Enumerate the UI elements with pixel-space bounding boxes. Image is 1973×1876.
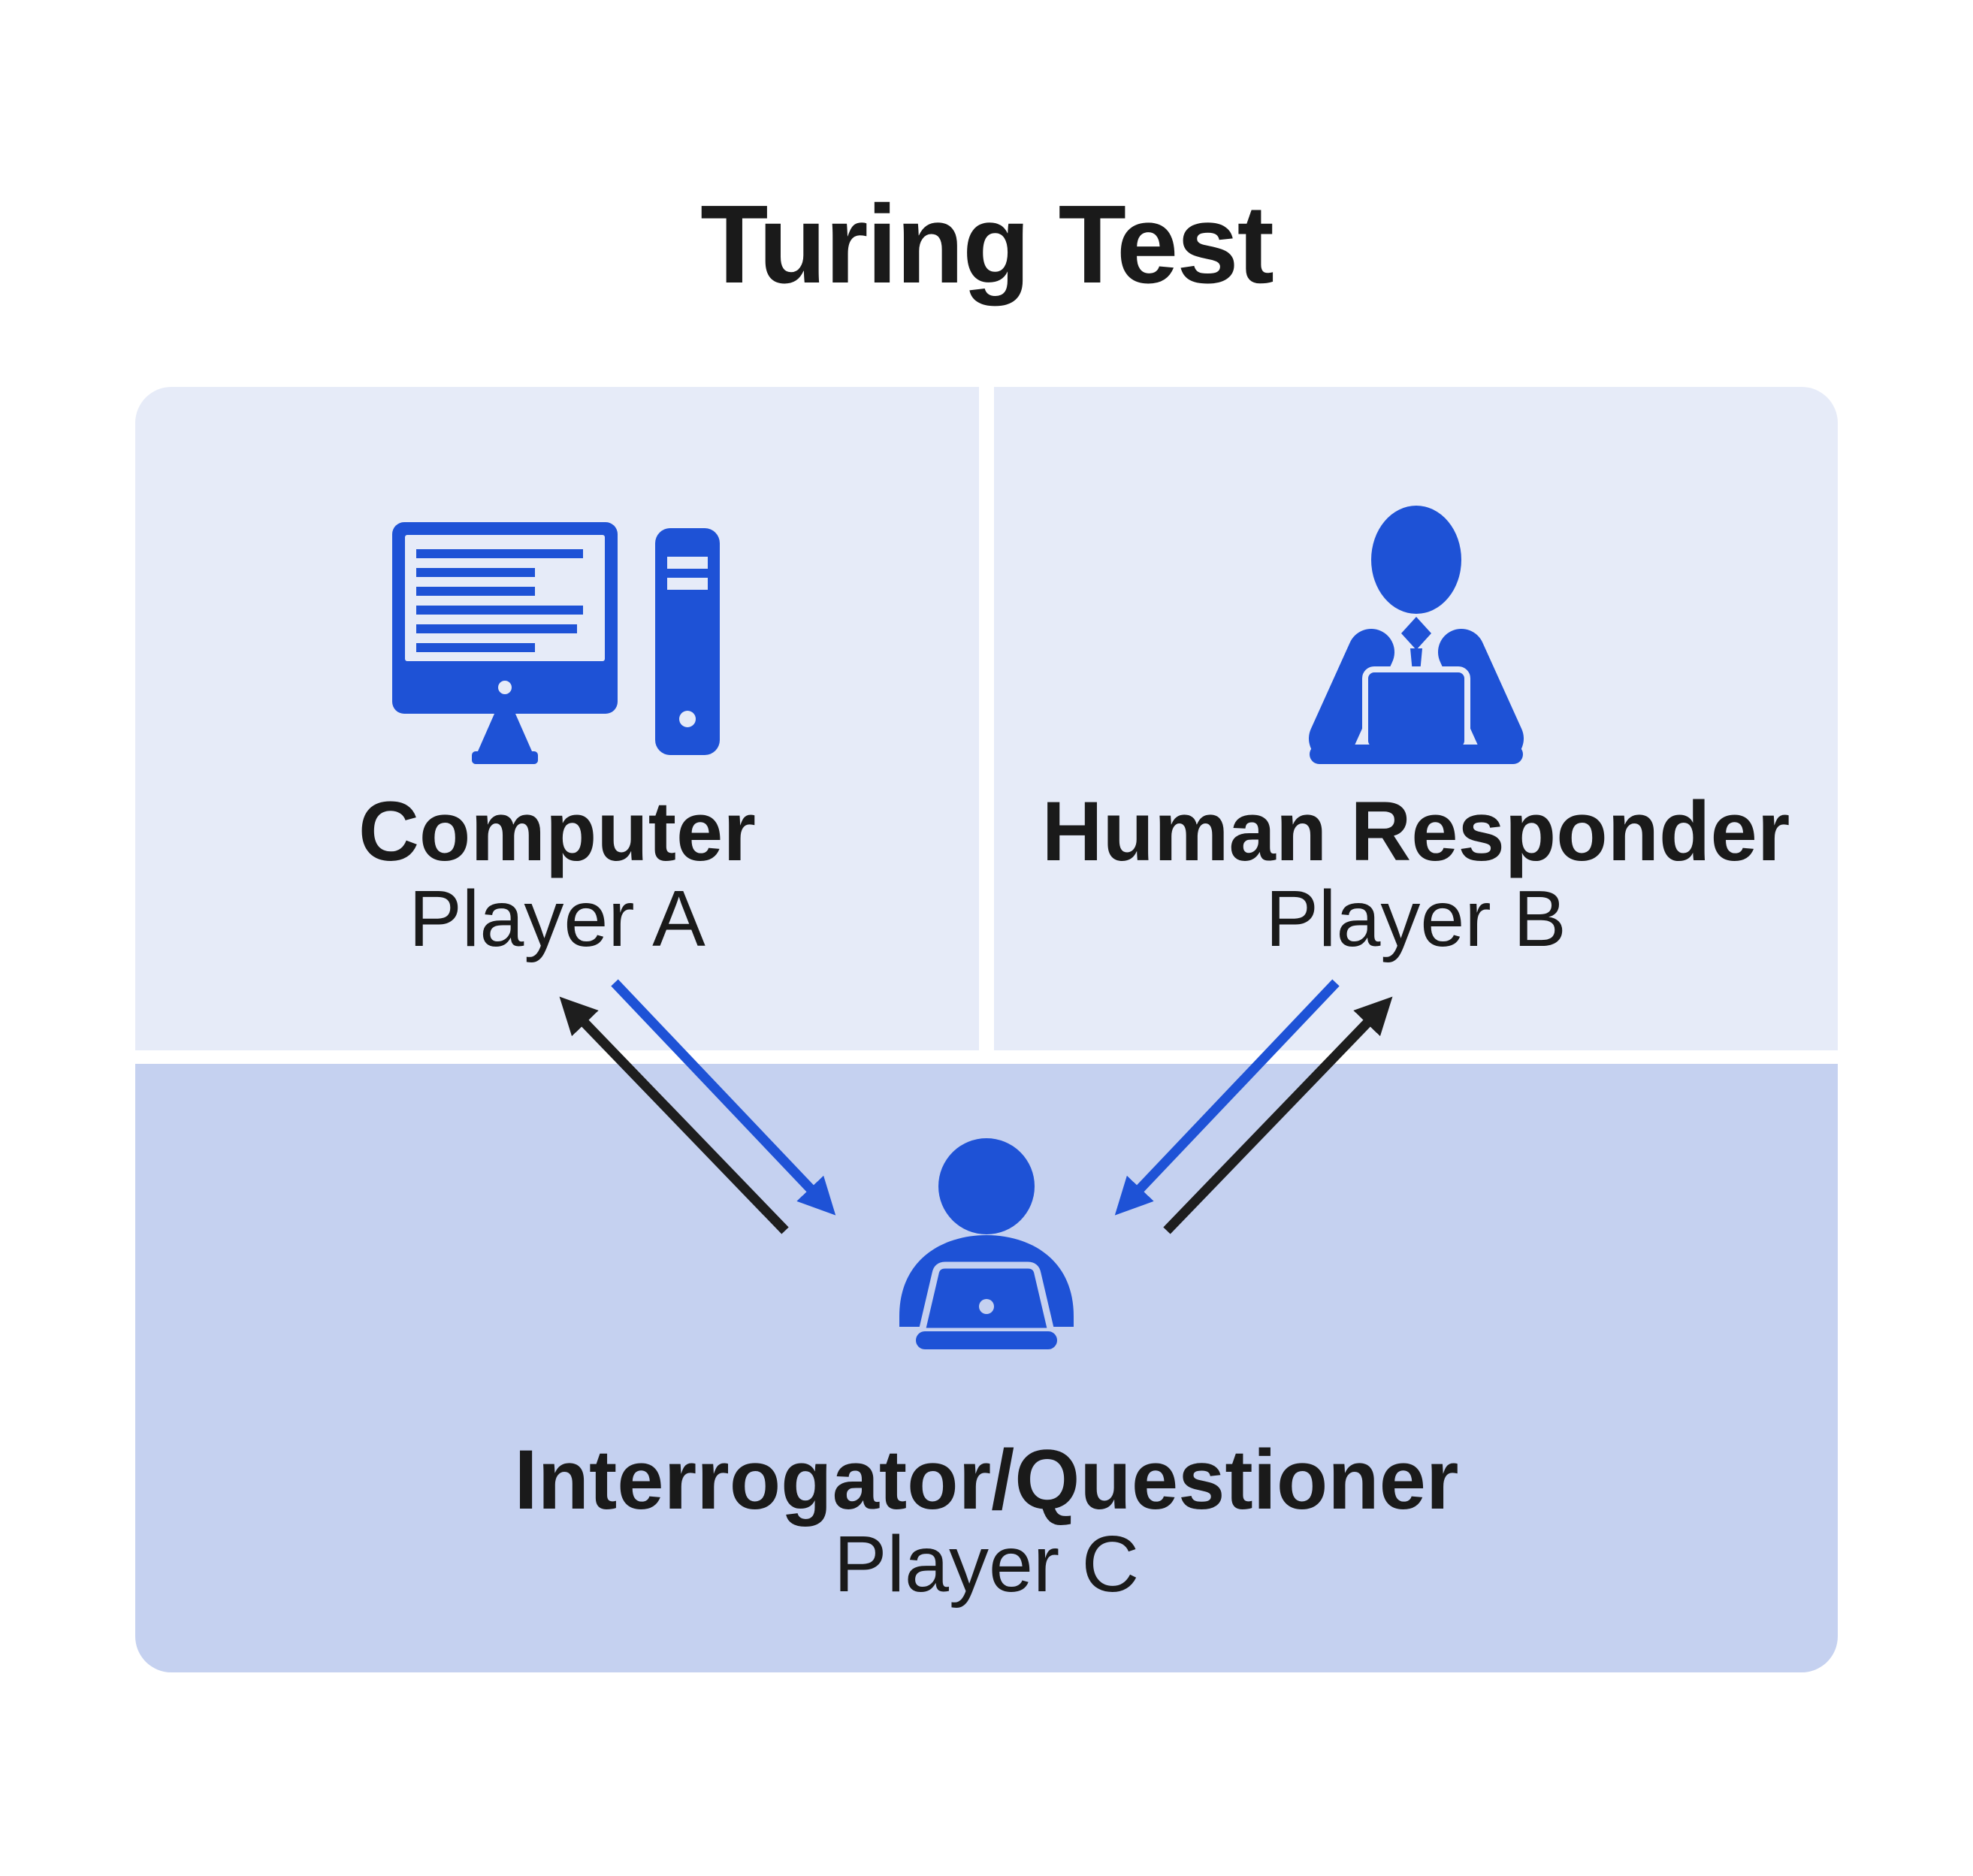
- panel-interrogator: Interrogator/Questioner Player C: [135, 1064, 1838, 1672]
- computer-player-label: Player A: [409, 875, 706, 963]
- panel-human-responder: Human Responder Player B: [994, 387, 1838, 1050]
- interrogator-icon: [899, 1138, 1074, 1349]
- interrogator-role-label: Interrogator/Questioner: [514, 1433, 1459, 1527]
- computer-icon: [391, 522, 720, 764]
- computer-role-label: Computer: [358, 784, 756, 878]
- human-responder-icon: [1308, 506, 1524, 764]
- human-responder-player-label: Player B: [1265, 875, 1567, 963]
- human-responder-role-label: Human Responder: [1041, 784, 1790, 878]
- interrogator-player-label: Player C: [833, 1520, 1140, 1609]
- page-title: Turing Test: [700, 183, 1274, 307]
- panel-computer: Computer Player A: [135, 387, 979, 1050]
